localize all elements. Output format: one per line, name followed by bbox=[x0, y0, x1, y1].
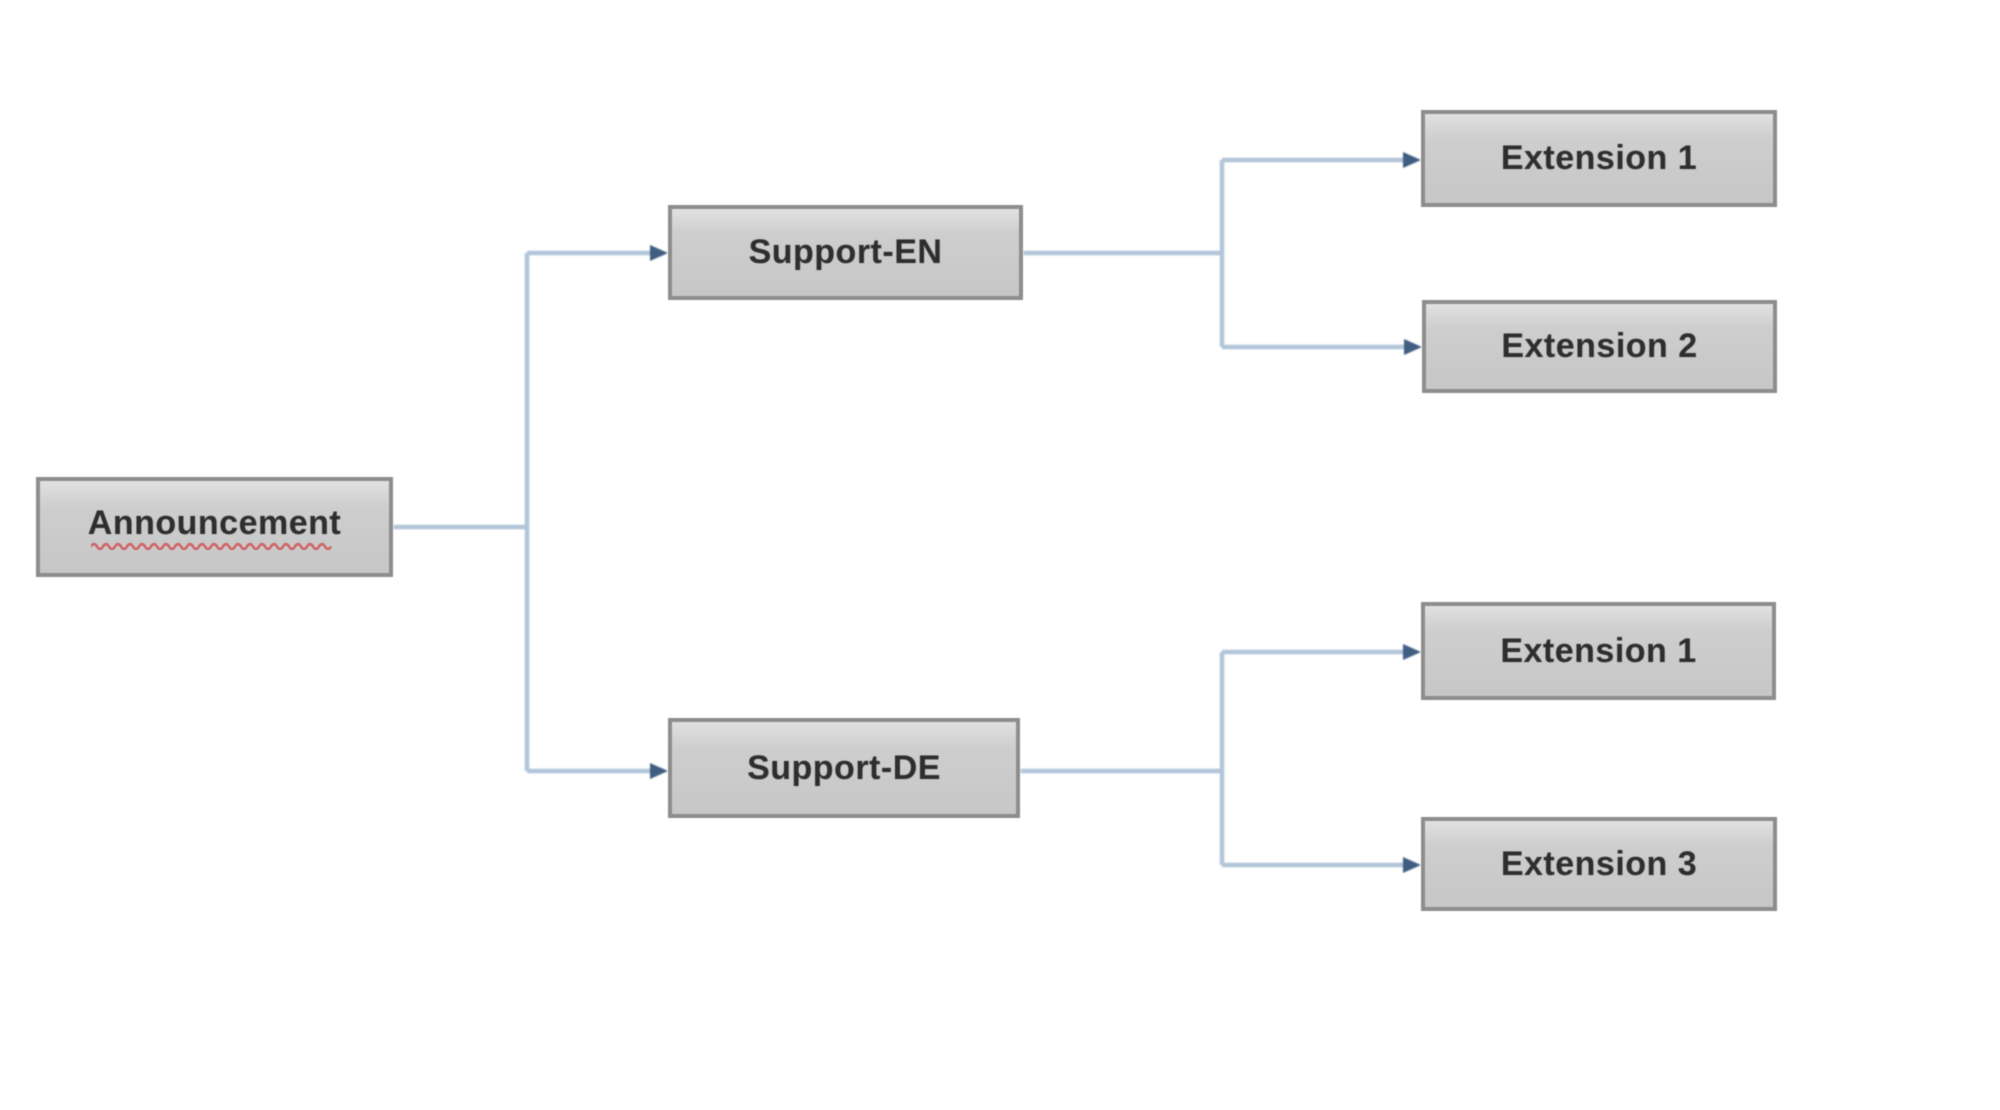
arrowhead-support-en bbox=[650, 245, 668, 261]
node-announcement-label: Announcement bbox=[87, 504, 342, 542]
node-extension-3-de-label: Extension 3 bbox=[1500, 844, 1698, 883]
connector-arrowheads bbox=[650, 152, 1422, 873]
arrowhead-ext3-de bbox=[1403, 857, 1421, 873]
node-support-de: Support-DE bbox=[668, 718, 1020, 818]
node-extension-1-en-label: Extension 1 bbox=[1500, 139, 1698, 177]
spellcheck-underline bbox=[90, 542, 332, 550]
arrowhead-support-de bbox=[650, 763, 668, 779]
node-support-en-label: Support-EN bbox=[748, 233, 943, 271]
node-support-de-label: Support-DE bbox=[747, 748, 941, 787]
node-announcement: Announcement bbox=[36, 477, 393, 577]
arrowhead-ext1-de bbox=[1403, 644, 1421, 660]
node-extension-3-de: Extension 3 bbox=[1421, 817, 1777, 911]
node-extension-1-en: Extension 1 bbox=[1421, 110, 1777, 207]
node-extension-1-de: Extension 1 bbox=[1421, 602, 1776, 700]
connector-lines bbox=[393, 157, 1405, 868]
node-extension-2-en-label: Extension 2 bbox=[1501, 327, 1698, 365]
arrowhead-ext1-en bbox=[1403, 152, 1421, 168]
node-extension-2-en: Extension 2 bbox=[1422, 300, 1777, 393]
node-extension-1-de-label: Extension 1 bbox=[1500, 631, 1697, 670]
node-support-en: Support-EN bbox=[668, 205, 1023, 300]
arrowhead-ext2-en bbox=[1404, 339, 1422, 355]
